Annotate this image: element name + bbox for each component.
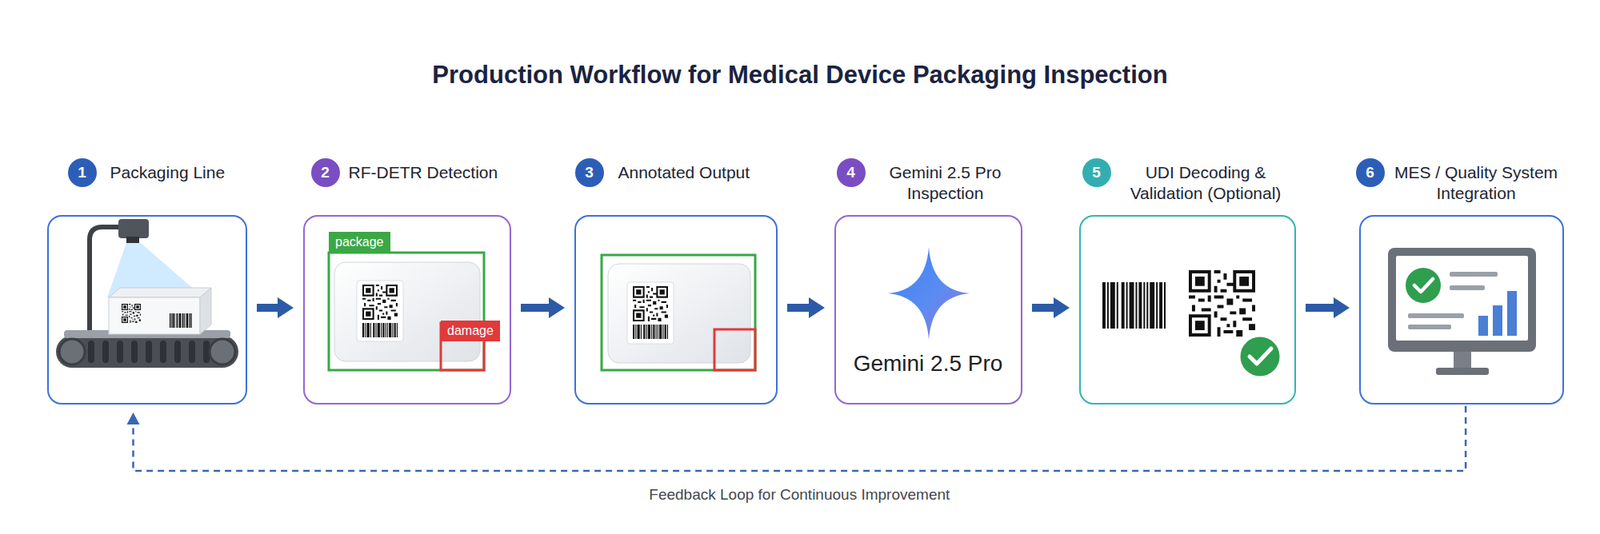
check-badge	[1239, 336, 1281, 378]
process-box: 1Packaging Line	[47, 215, 248, 405]
process-box: 3Annotated Output	[574, 215, 778, 405]
step-heading: Annotated Output	[618, 162, 795, 184]
step-number: 5	[1082, 158, 1112, 188]
barcode	[362, 323, 398, 338]
check-badge	[1405, 268, 1441, 304]
damage-bounding-box	[714, 329, 756, 371]
qr-code	[1188, 270, 1256, 337]
camera-stand	[89, 227, 120, 333]
feedback-line	[133, 406, 1467, 472]
camera-lens	[126, 236, 140, 244]
monitor-screen	[1396, 256, 1528, 341]
step-heading: MES / Quality System Integration	[1390, 162, 1563, 204]
barcode	[1102, 282, 1166, 329]
step-number: 1	[68, 158, 97, 188]
edge-label: Feedback Loop for Continuous Improvement	[519, 485, 1080, 505]
check-mark	[1249, 348, 1272, 364]
detection-tag: damage	[440, 320, 500, 342]
conveyor-roller	[59, 339, 85, 365]
qr-code	[362, 284, 398, 320]
pouch	[334, 262, 480, 362]
step-number: 2	[311, 158, 340, 188]
step-number: 6	[1356, 158, 1385, 188]
step-heading: Packaging Line	[110, 162, 287, 184]
flow-arrow	[1032, 297, 1070, 319]
chart-bar	[1492, 305, 1503, 336]
screen-line	[1408, 324, 1452, 330]
diagram-title: Production Workflow for Medical Device P…	[0, 60, 1600, 90]
detection-tag: package	[328, 232, 391, 253]
chart-bar	[1507, 291, 1517, 336]
step-heading: UDI Decoding & Validation (Optional)	[1120, 162, 1292, 204]
arrow-head	[127, 412, 140, 425]
package-bounding-box	[601, 255, 756, 371]
gemini-star	[888, 247, 970, 340]
chart-bar	[1478, 316, 1488, 336]
screen-line	[1449, 285, 1485, 291]
process-box: 5UDI Decoding & Validation (Optional)	[1079, 215, 1296, 405]
screen-line	[1408, 313, 1464, 319]
qr-code	[632, 286, 668, 322]
monitor-base	[1436, 368, 1489, 376]
carton-top	[108, 288, 212, 298]
process-box: 6MES / Quality System Integration	[1359, 215, 1564, 405]
monitor-neck	[1453, 352, 1472, 370]
camera-body	[118, 219, 149, 239]
flow-connector	[520, 297, 565, 319]
flow-arrow	[787, 297, 825, 319]
box-text: Gemini 2.5 Pro	[836, 351, 1020, 377]
flow-connector	[787, 297, 825, 319]
flow-connector	[127, 406, 1467, 472]
pouch	[608, 264, 751, 364]
conveyor-top	[64, 330, 231, 339]
flow-connector	[1305, 297, 1350, 319]
flow-arrow	[256, 297, 294, 319]
conveyor-belt	[56, 336, 239, 368]
carton-front	[108, 297, 200, 335]
screen-line	[1449, 272, 1498, 277]
qr-code	[121, 304, 141, 324]
step-heading: RF-DETR Detection	[348, 162, 541, 184]
conveyor-slots	[91, 344, 207, 360]
barcode	[632, 324, 668, 340]
monitor-frame	[1388, 248, 1536, 352]
light-cone	[107, 243, 204, 298]
flow-connector	[256, 297, 294, 319]
flow-arrow	[520, 297, 565, 319]
carton-side	[200, 288, 212, 335]
step-heading: Gemini 2.5 Pro Inspection	[873, 162, 1018, 204]
pouch-label	[627, 282, 674, 344]
flow-connector	[1032, 297, 1070, 319]
pouch-label	[356, 280, 404, 342]
check-mark	[1414, 279, 1433, 292]
conveyor-roller	[209, 339, 236, 365]
flow-arrow	[1305, 297, 1350, 319]
step-number: 4	[836, 158, 866, 188]
package-bounding-box	[328, 252, 484, 371]
process-box: 4Gemini 2.5 Pro InspectionGemini 2.5 Pro	[834, 215, 1023, 405]
barcode	[169, 313, 192, 328]
step-number: 3	[575, 158, 604, 188]
